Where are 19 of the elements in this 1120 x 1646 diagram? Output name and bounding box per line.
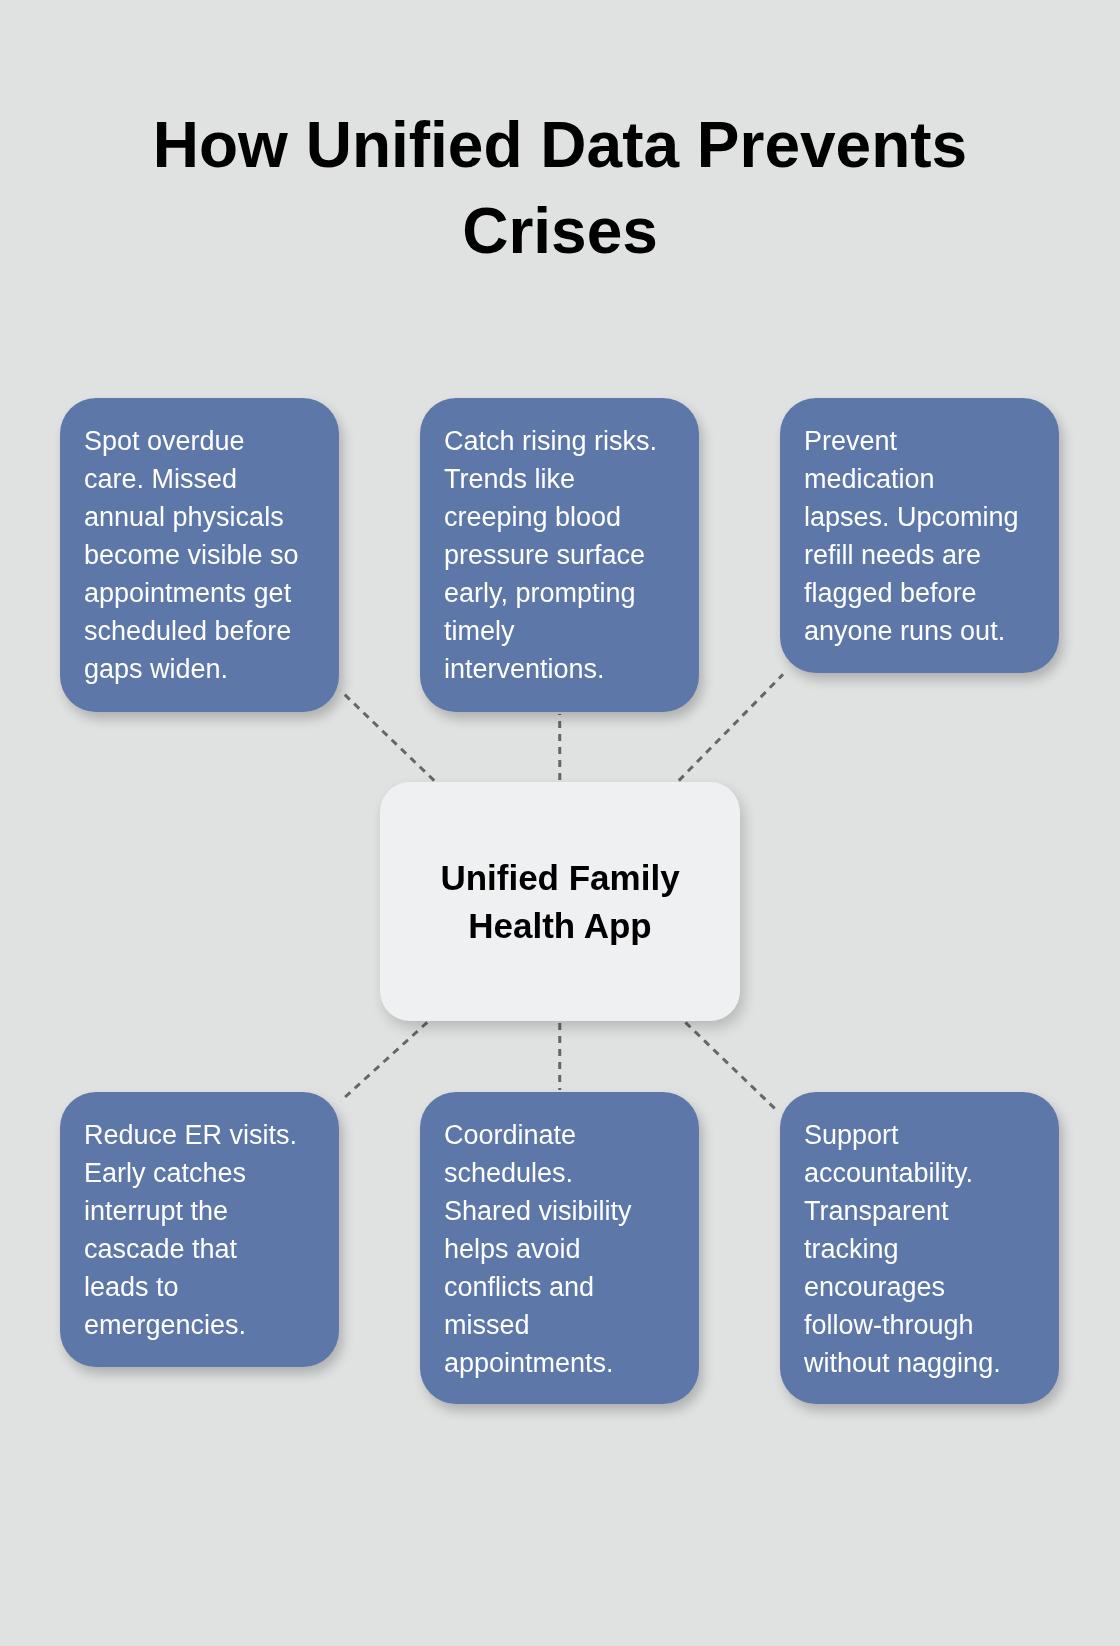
card-text: Catch rising risks. Trends like creeping blood pressure surface early, prompting timely interventions. (444, 425, 659, 686)
hub-box (380, 782, 740, 1021)
dashed-connector (558, 714, 562, 780)
info-card (780, 1092, 1059, 1404)
hub-label: Unified Family Health App (439, 856, 681, 947)
dashed-connector (677, 673, 785, 782)
info-card (60, 1092, 339, 1367)
title: How Unified Data Prevents Crises (151, 108, 969, 269)
info-card (60, 398, 339, 712)
dashed-connector (339, 689, 436, 782)
info-card (780, 398, 1059, 673)
info-card (420, 1092, 699, 1404)
card-text: Prevent medication lapses. Upcoming refill needs are flagged before anyone runs out. (804, 425, 1020, 648)
card-text: Spot overdue care. Missed annual physicals become visible so appointments get scheduled before gaps widen. (84, 425, 300, 686)
card-text: Reduce ER visits. Early catches interrupt the cascade that leads to emergencies. (84, 1119, 299, 1342)
card-text: Coordinate schedules. Shared visibility helps avoid conflicts and missed appointments. (444, 1119, 633, 1380)
card-text: Support accountability. Transparent tracking encourages follow-through without nagging. (804, 1119, 1002, 1380)
info-card (420, 398, 699, 712)
dashed-connector (558, 1023, 562, 1090)
